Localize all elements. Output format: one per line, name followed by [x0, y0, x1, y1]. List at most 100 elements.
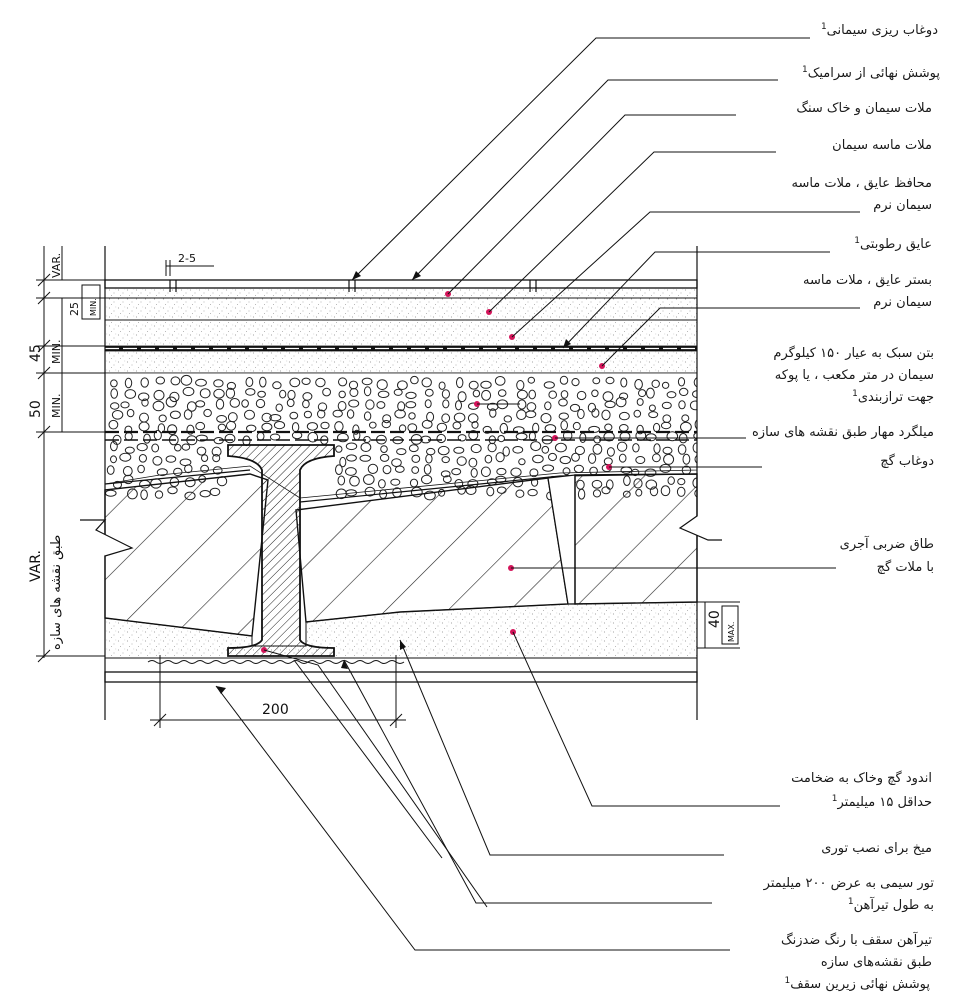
pebble-mark [666, 431, 679, 442]
pebble-mark [257, 390, 266, 398]
pebble-mark [110, 440, 118, 452]
pebble-mark [421, 419, 433, 429]
pebble-mark [390, 478, 401, 486]
pebble-mark [376, 401, 386, 409]
pebble-mark [558, 398, 568, 407]
pebble-mark [646, 387, 655, 399]
pebble-mark [367, 463, 379, 474]
pebble-mark [203, 408, 212, 418]
pebble-mark [317, 402, 328, 412]
pebble-mark [363, 386, 372, 397]
pebble-mark [615, 396, 627, 408]
pebble-mark [361, 377, 373, 386]
pebble-mark [332, 409, 343, 418]
pebble-mark [244, 409, 255, 420]
pebble-mark [588, 453, 597, 464]
pebble-mark [681, 414, 690, 423]
pebble-mark [169, 410, 181, 419]
pebble-mark [110, 379, 118, 388]
pebble-mark [186, 401, 197, 412]
pebble-mark [124, 377, 133, 389]
label-sand-cement-mortar: ملات ماسه سیمان [832, 138, 932, 153]
pebble-mark [497, 435, 506, 443]
pebble-mark [645, 433, 657, 442]
pebble-mark [199, 388, 211, 399]
pebble-mark [261, 422, 273, 432]
pebble-mark [421, 377, 432, 388]
label-steel-beam-2: طبق نقشه‌های سازه [821, 955, 932, 970]
dim-25-min-text: MIN. [89, 298, 98, 316]
pebble-mark [337, 401, 347, 411]
label-waterproofing: عایق رطوبتی1 [854, 236, 932, 252]
pebble-mark [499, 422, 508, 434]
gypsum-plaster-layer [104, 601, 698, 659]
pebble-mark [560, 390, 569, 399]
pebble-mark [453, 446, 465, 454]
label-insulation-protection: محافظ عایق ، ملات ماسه [791, 176, 932, 191]
pebble-mark [487, 442, 497, 453]
wire-mesh [147, 660, 405, 664]
label-lightweight-concrete-3: جهت ترازبندی1 [852, 389, 934, 405]
pebble-mark [123, 474, 134, 485]
pebble-mark [516, 380, 525, 391]
pebble-mark [663, 453, 675, 465]
pebble-mark [195, 378, 207, 387]
pebble-mark [482, 425, 492, 434]
pebble-mark [574, 445, 586, 456]
anchor-rebar [105, 430, 697, 441]
pebble-mark [572, 421, 581, 431]
pebble-mark [616, 441, 628, 452]
pebble-mark [152, 400, 165, 412]
label-cement-grout: دوغاب ریزی سیمانی1 [821, 22, 938, 38]
pebble-mark [652, 453, 661, 463]
pebble-mark [124, 446, 135, 454]
pebble-mark [516, 389, 528, 400]
pebble-mark [141, 398, 149, 407]
pebble-mark [620, 377, 628, 388]
dimension-lines-left [36, 246, 105, 663]
pebble-mark [279, 389, 287, 399]
pebble-mark [436, 433, 447, 444]
pebble-mark [423, 464, 432, 475]
pebble-mark [381, 420, 391, 429]
pebble-mark [393, 388, 403, 396]
pebble-mark [424, 399, 432, 409]
pebble-mark [181, 443, 191, 451]
pebble-mark [660, 421, 672, 430]
pebble-mark [119, 452, 132, 462]
pebble-mark [229, 398, 241, 408]
pebble-mark [453, 412, 466, 423]
pebble-mark [601, 409, 611, 421]
dimension-texts: 2-5 VAR. 25 MIN. 45 MIN. 50 MIN. VAR. طب… [28, 252, 736, 718]
pebble-mark [442, 399, 450, 409]
pebble-mark [217, 423, 227, 432]
pebble-mark [481, 389, 492, 401]
steel-i-beam [227, 444, 335, 657]
pebble-mark [216, 415, 228, 423]
pebble-mark [170, 376, 181, 386]
pebble-mark [470, 443, 482, 454]
pebble-mark [110, 388, 118, 399]
pebble-mark [633, 409, 642, 418]
pebble-mark [559, 375, 569, 385]
pebble-mark [275, 403, 283, 412]
pebble-mark [456, 456, 467, 466]
pebble-mark [195, 434, 208, 442]
pebble-mark [515, 432, 528, 441]
break-symbol-right [678, 515, 722, 541]
pebble-mark [213, 379, 224, 388]
pebble-mark [588, 425, 600, 433]
pebble-mark [592, 377, 601, 385]
pebble-mark [195, 421, 206, 431]
dim-50-text: 50 [28, 400, 44, 418]
pebble-mark [301, 377, 311, 385]
pebble-mark [548, 390, 558, 399]
pebble-mark [651, 379, 660, 388]
plaster-40-text: 40 [707, 610, 723, 628]
pebble-mark [186, 424, 195, 435]
pebble-mark [394, 465, 405, 473]
pebble-mark [338, 377, 348, 387]
pebble-mark [335, 464, 343, 476]
pebble-mark [306, 422, 318, 431]
pebble-mark [513, 426, 525, 434]
